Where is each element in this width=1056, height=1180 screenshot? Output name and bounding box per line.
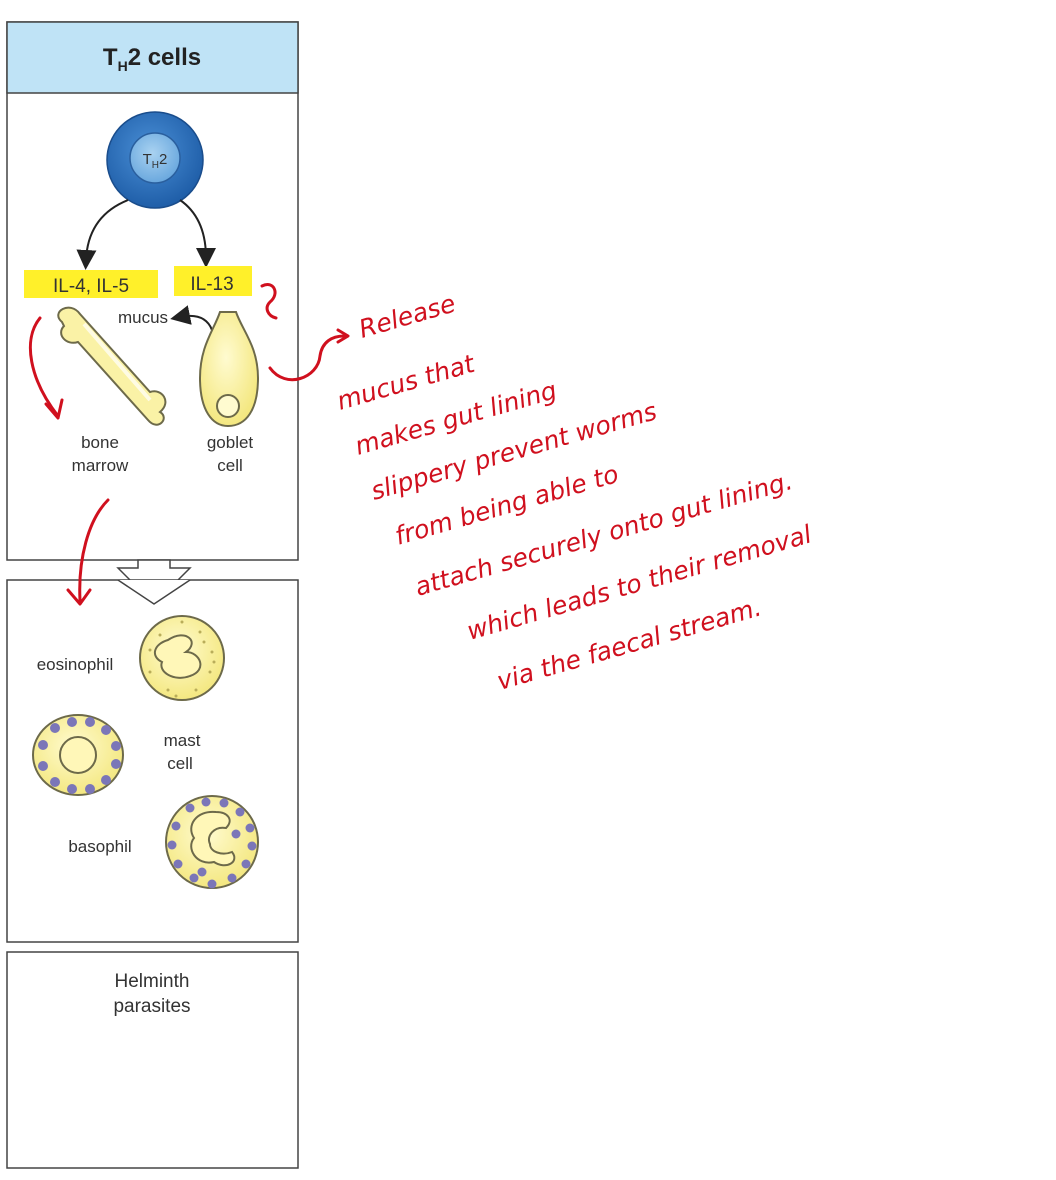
panel-title: TH2 cells [103, 44, 201, 74]
arrow-to-il13 [179, 199, 216, 268]
eosinophil-label: eosinophil [37, 655, 114, 674]
mucus-label: mucus [118, 308, 168, 327]
mast-label: mast [164, 731, 201, 750]
th2-cell-icon: TH2 [106, 111, 204, 209]
red-curve-goblet [268, 334, 346, 382]
marrow-label: marrow [72, 456, 129, 475]
goblet-label: goblet [207, 433, 254, 452]
il13-highlight [174, 266, 252, 296]
th2-cell-label: TH2 [143, 151, 168, 171]
parasites-label: parasites [113, 996, 190, 1017]
goblet-cell-label: cell [217, 456, 243, 475]
handwritten-annotation [28, 283, 350, 606]
basophil-icon [165, 795, 259, 889]
helminth-label: Helminth [115, 971, 190, 992]
outcome-panel: Helminth parasites [6, 951, 299, 1169]
bone-label: bone [81, 433, 119, 452]
basophil-label: basophil [68, 837, 131, 856]
arrow-to-il4 [76, 199, 129, 270]
il4-il5-label: IL-4, IL-5 [53, 276, 129, 297]
header-band [6, 21, 299, 94]
red-arrow-il4 [28, 316, 60, 418]
goblet-cell-icon [198, 311, 260, 428]
bone-icon [57, 306, 167, 426]
mast-cell-icon [32, 714, 124, 796]
th2-panel: TH2 cells TH2 IL-4, IL-5 IL-13 mucus bon… [6, 21, 299, 561]
annotation-text: Release mucus that makes gut lining slip… [334, 289, 815, 696]
il4-highlight [24, 270, 158, 298]
effector-panel: eosinophil mast cell basophil [6, 579, 299, 943]
eosinophil-icon [139, 615, 225, 701]
mast-cell-label: cell [167, 754, 193, 773]
goblet-to-mucus-arrow [170, 305, 213, 331]
red-arrow-marrow [78, 498, 110, 602]
red-squiggle-il13 [260, 283, 278, 320]
il13-label: IL-13 [190, 274, 233, 295]
annotation-line-1: Release [356, 289, 459, 344]
